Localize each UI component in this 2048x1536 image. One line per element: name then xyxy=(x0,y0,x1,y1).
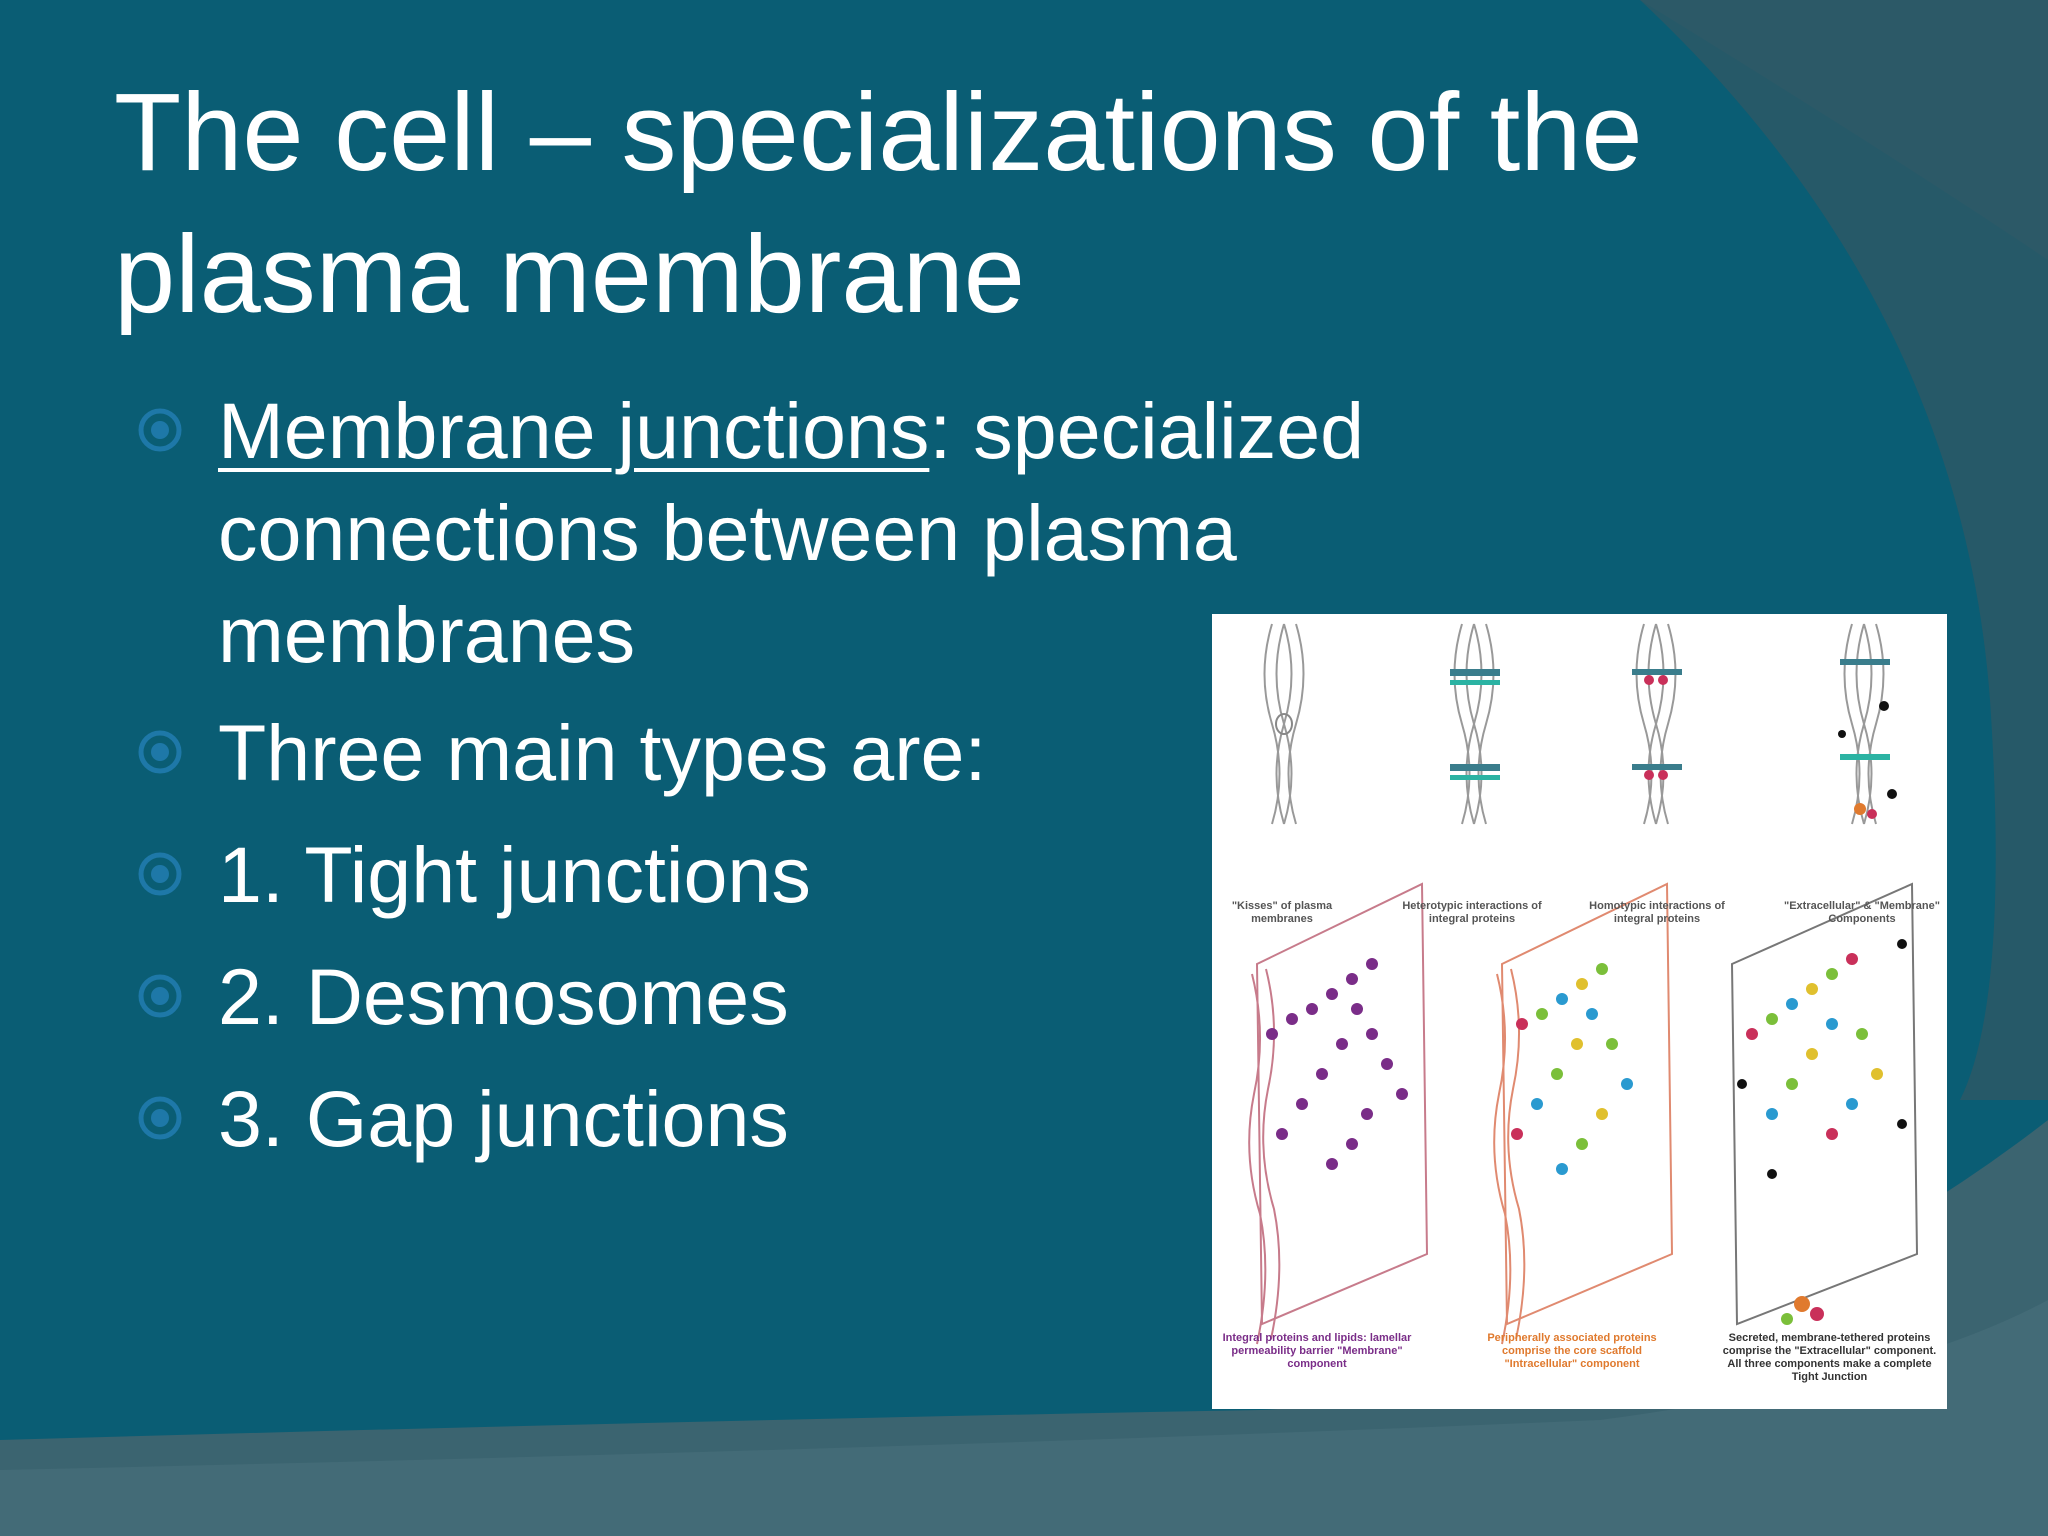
bullet-text: 1. Tight junctions xyxy=(218,830,811,919)
bullet-text-line-3: membranes xyxy=(218,590,636,679)
figure-caption: Integral proteins and lipids: lamellar p… xyxy=(1222,1332,1412,1370)
bullet-text-line-2: connections between plasma xyxy=(218,488,1237,577)
bullet-text-line-1: Membrane junctions: specialized xyxy=(218,380,1364,482)
figure-caption: Heterotypic interactions of integral pro… xyxy=(1402,900,1542,925)
tight-junction-diagram: "Kisses" of plasma membranes Heterotypic… xyxy=(1212,614,1947,1409)
panel-kisses xyxy=(1263,623,1305,825)
circled-dot-icon xyxy=(138,1096,182,1140)
panel-homotypic xyxy=(1632,623,1682,825)
underlined-term: Membrane junctions xyxy=(218,386,930,475)
diagram-illustration xyxy=(1248,623,1919,1345)
panel-heterotypic xyxy=(1450,623,1500,825)
figure-caption: "Kisses" of plasma membranes xyxy=(1231,900,1333,925)
figure-caption: "Extracellular" & "Membrane" Components xyxy=(1784,900,1940,925)
bullet-text-rest: : specialized xyxy=(929,386,1365,475)
panel-membrane-component xyxy=(1248,882,1429,1345)
bullet-text: Three main types are: xyxy=(218,708,987,797)
panel-extracellular-membrane xyxy=(1838,623,1897,825)
right-arc-band xyxy=(1640,0,2048,1100)
slide-title: The cell – specializations of the plasma… xyxy=(114,62,1814,346)
circled-dot-icon xyxy=(138,852,182,896)
circled-dot-icon xyxy=(138,974,182,1018)
figure-caption: Secreted, membrane-tethered proteins com… xyxy=(1722,1332,1937,1383)
title-line-2: plasma membrane xyxy=(114,213,1025,336)
circled-dot-icon xyxy=(138,408,182,452)
panel-intracellular-component xyxy=(1493,882,1674,1345)
bullet-text: 3. Gap junctions xyxy=(218,1074,789,1163)
figure-caption: Peripherally associated proteins compris… xyxy=(1487,1332,1657,1370)
panel-extracellular-component xyxy=(1730,882,1919,1326)
figure-caption: Homotypic interactions of integral prote… xyxy=(1589,900,1725,925)
title-line-1: The cell – specializations of the xyxy=(114,71,1643,194)
circled-dot-icon xyxy=(138,730,182,774)
bullet-text: 2. Desmosomes xyxy=(218,952,789,1041)
bottom-band-light xyxy=(0,1300,2048,1536)
